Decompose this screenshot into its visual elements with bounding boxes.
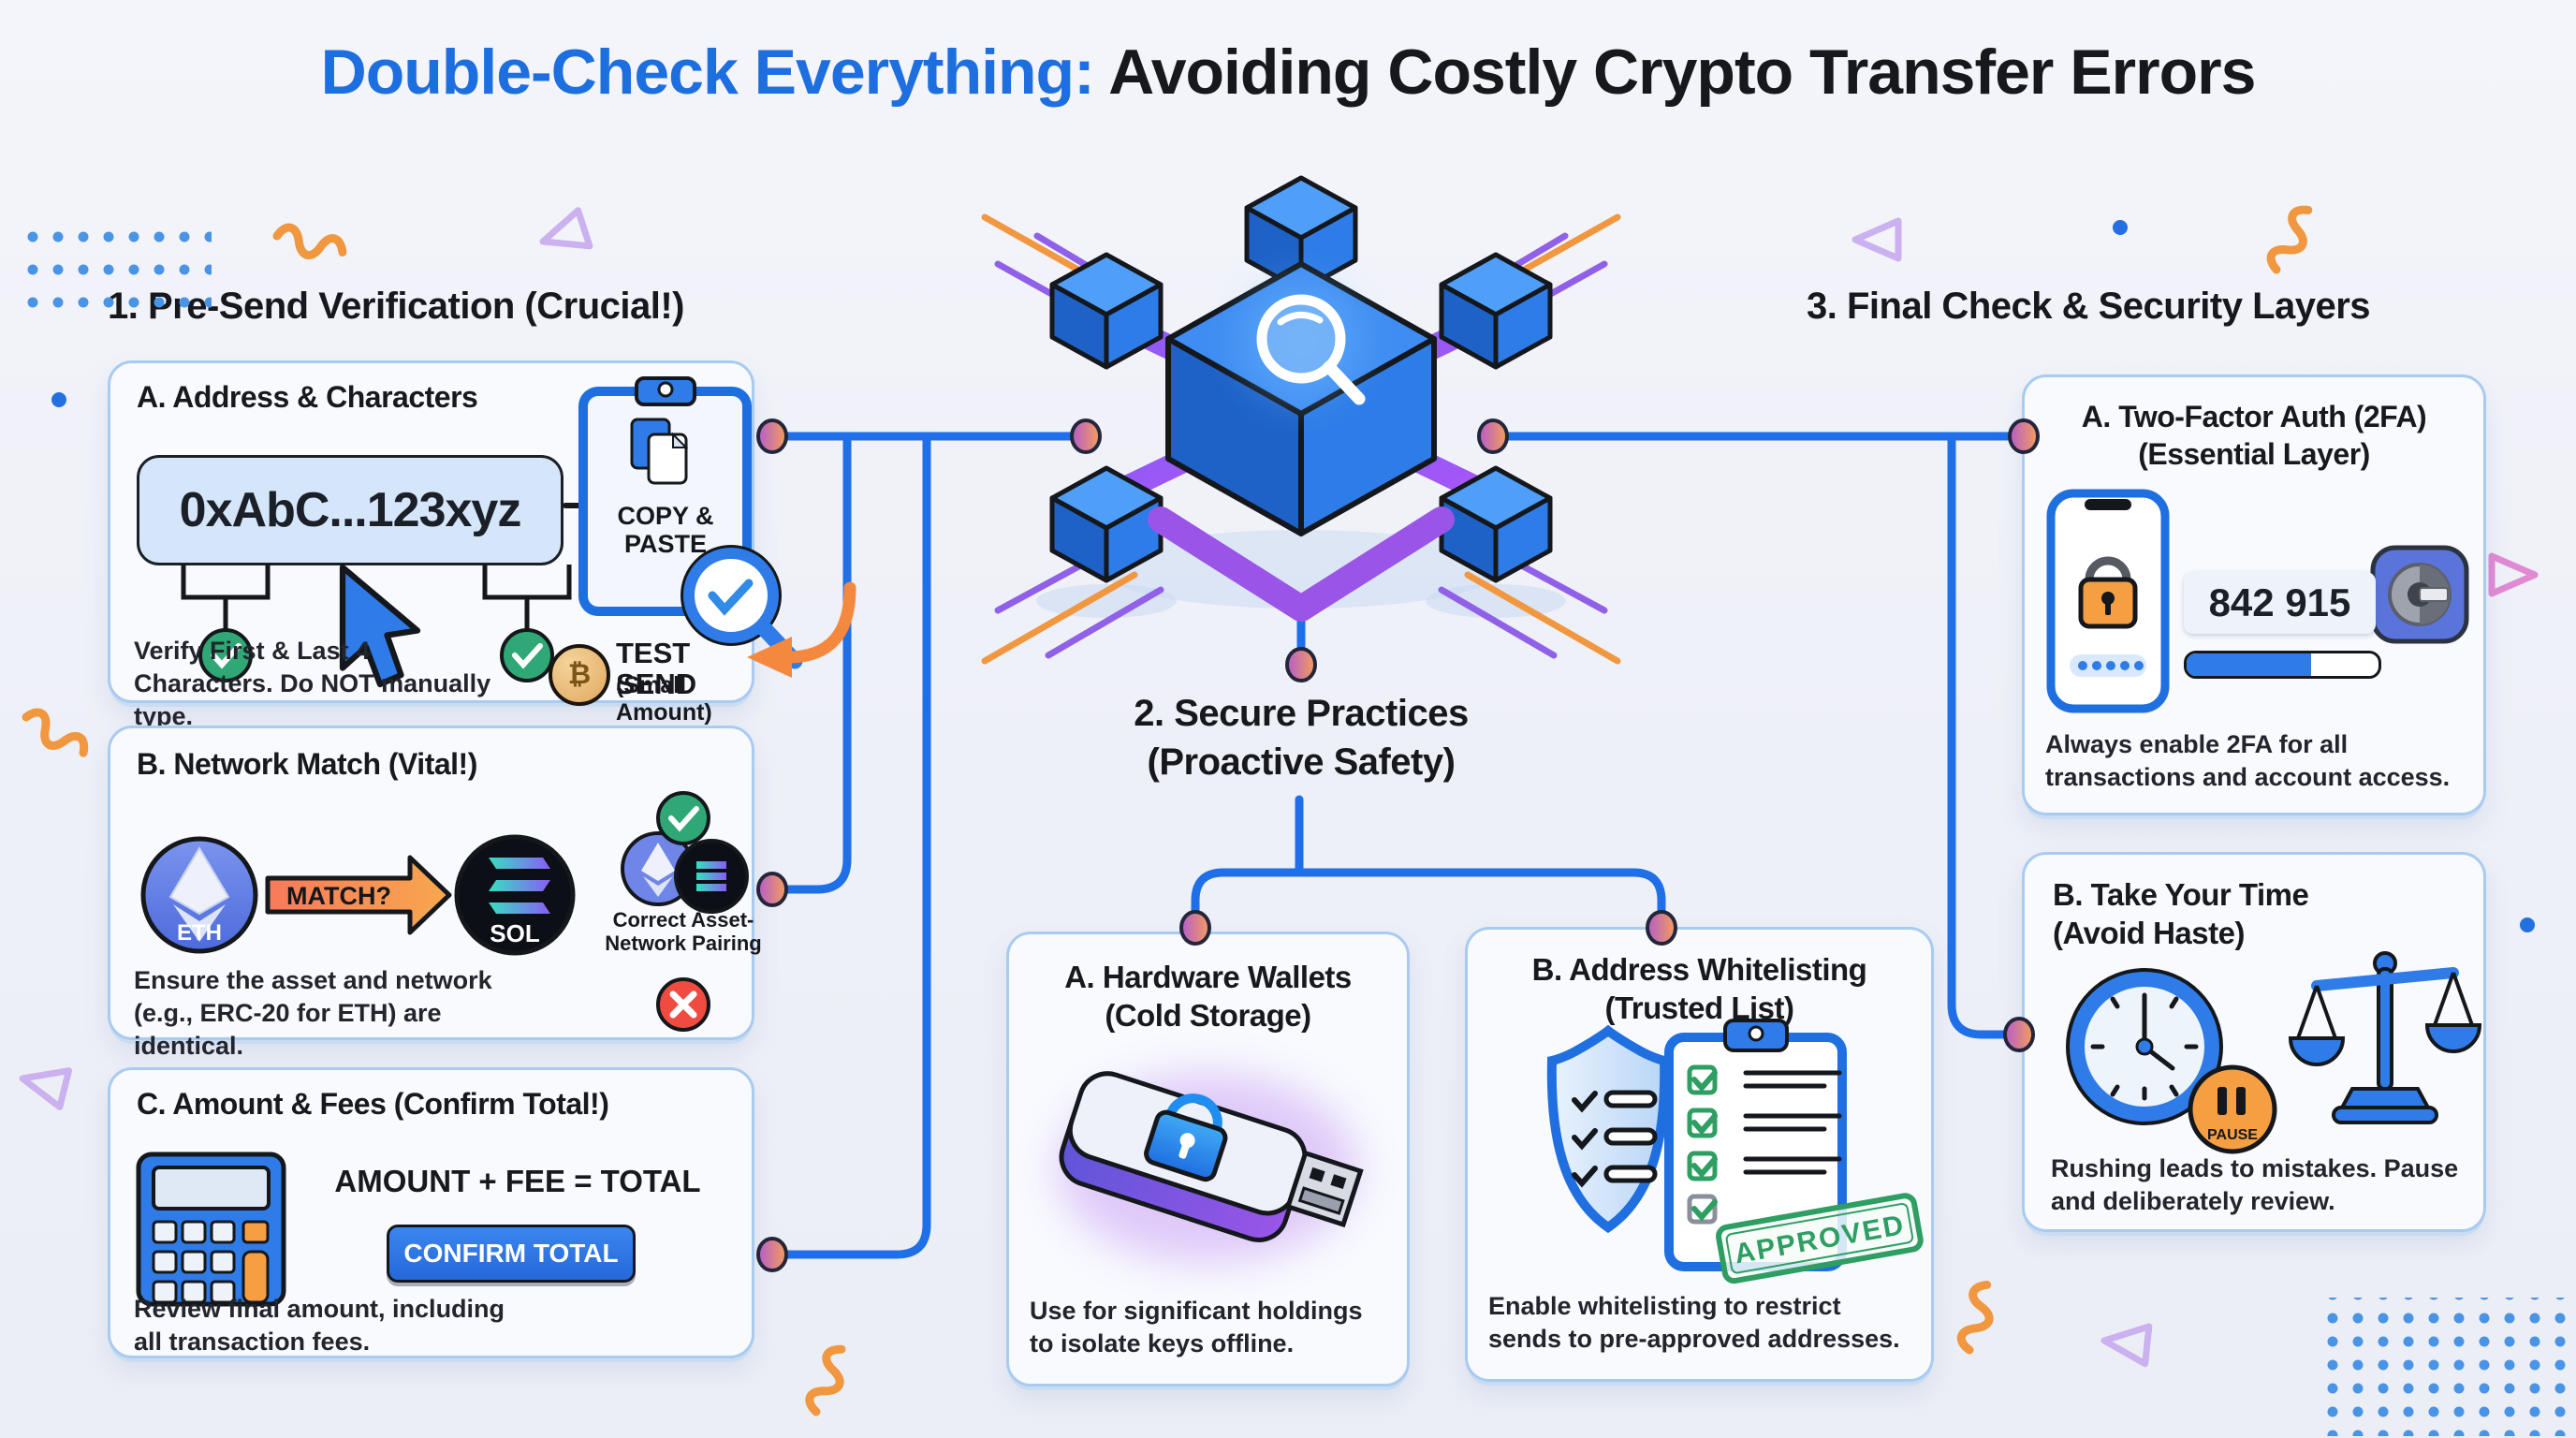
card-amount-note: Review final amount, including all trans… <box>134 1295 505 1357</box>
clipboard-copy-paste-icon: COPY & PASTE <box>578 376 803 669</box>
card-two-factor-auth: A. Two-Factor Auth (2FA) (Essential Laye… <box>2022 374 2486 815</box>
svg-text:COPY &: COPY & <box>617 502 713 530</box>
address-value: 0xAbC...123xyz <box>179 483 522 537</box>
card-2fa-note: Always enable 2FA for all transactions a… <box>2045 730 2451 792</box>
card-network-note: Ensure the asset and network (e.g., ERC-… <box>134 966 492 1061</box>
card-hw-note: Use for significant holdings to isolate … <box>1030 1297 1363 1358</box>
page-title-rest: Avoiding Costly Crypto Transfer Errors <box>1093 37 2256 108</box>
match-arrow-icon: MATCH? <box>265 855 452 935</box>
card-address-title: A. Address & Characters <box>137 380 478 414</box>
page-title-highlight: Double-Check Everything: <box>320 37 1095 108</box>
dot-icon <box>2520 917 2535 932</box>
section2-heading-line2: (Proactive Safety) <box>1147 741 1456 783</box>
card-amount-fees: C. Amount & Fees (Confirm Total!) AMOUNT… <box>108 1067 754 1358</box>
triangle-icon <box>539 207 593 250</box>
squiggle-icon <box>22 708 89 757</box>
check-icon <box>500 628 554 682</box>
x-circle-icon <box>656 977 710 1032</box>
triangle-icon <box>1852 217 1902 262</box>
asset-network-pairing-icon <box>621 791 749 914</box>
triangle-icon <box>2488 552 2539 597</box>
svg-text:PASTE: PASTE <box>624 530 707 558</box>
squiggle-icon <box>272 223 347 259</box>
card-take-your-time: B. Take Your Time (Avoid Haste) PAUSE <box>2022 852 2486 1232</box>
usb-hardware-wallet-icon <box>1058 1071 1364 1262</box>
pairing-caption: Correct Asset-Network Pairing <box>605 908 762 956</box>
phone-lock-icon <box>2046 489 2170 713</box>
clipboard-whitelist-icon <box>1664 1019 1847 1271</box>
section1-heading: 1. Pre-Send Verification (Crucial!) <box>108 286 685 327</box>
card-network-title: B. Network Match (Vital!) <box>137 747 477 781</box>
eth-badge-icon: ETH <box>140 836 258 954</box>
pause-badge-icon: PAUSE <box>2188 1064 2277 1154</box>
card-wl-note: Enable whitelisting to restrict sends to… <box>1488 1292 1900 1354</box>
triangle-icon <box>2100 1323 2153 1368</box>
card-amount-title: C. Amount & Fees (Confirm Total!) <box>137 1087 609 1121</box>
card-hw-title: A. Hardware Wallets (Cold Storage) <box>1064 960 1352 1034</box>
coin-icon: ₿ <box>549 644 610 706</box>
approved-stamp: APPROVED <box>1716 1193 1924 1284</box>
section2-heading: 2. Secure Practices (Proactive Safety) <box>973 689 1629 786</box>
search-icon <box>1243 283 1366 405</box>
squiggle-icon <box>1956 1280 1994 1355</box>
squiggle-icon <box>805 1344 846 1416</box>
card-2fa-title: A. Two-Factor Auth (2FA) (Essential Laye… <box>2081 400 2427 471</box>
svg-text:APPROVED: APPROVED <box>1732 1210 1907 1270</box>
amount-formula: AMOUNT + FEE = TOTAL <box>334 1164 701 1198</box>
card-time-title: B. Take Your Time (Avoid Haste) <box>2053 877 2309 951</box>
otp-progress-bar <box>2184 651 2381 679</box>
card-address-whitelisting: B. Address Whitelisting (Trusted List) <box>1465 927 1934 1382</box>
section3-heading: 3. Final Check & Security Layers <box>1807 286 2371 327</box>
blockchain-network-illustration <box>981 175 1621 665</box>
shield-checklist-icon <box>1546 1024 1670 1234</box>
card-address-note: Verify First & Last 4 Characters. Do NOT… <box>134 637 491 731</box>
otp-code: 842 915 <box>2184 572 2376 634</box>
dot-icon <box>51 392 66 407</box>
dot-grid-bottom-right <box>2320 1298 2570 1436</box>
squiggle-icon <box>2266 205 2313 274</box>
char-brackets <box>181 565 572 629</box>
card-address-characters: A. Address & Characters 0xAbC...123xyz <box>108 360 803 730</box>
svg-text:SOL: SOL <box>490 919 540 947</box>
card-hardware-wallets: A. Hardware Wallets (Cold Storage) <box>1006 932 1410 1387</box>
card-wl-title: B. Address Whitelisting (Trusted List) <box>1531 952 1867 1026</box>
svg-text:ETH: ETH <box>177 920 222 946</box>
test-send-sub: (Small Amount) <box>616 672 712 726</box>
sol-badge-icon: SOL <box>454 834 576 956</box>
test-send-arrow-icon <box>747 581 856 678</box>
dot-icon <box>2113 220 2128 235</box>
balance-scale-icon <box>2288 951 2482 1124</box>
svg-text:MATCH?: MATCH? <box>286 882 391 910</box>
svg-text:PAUSE: PAUSE <box>2207 1127 2258 1143</box>
calculator-icon <box>136 1152 286 1307</box>
test-send-label: TEST SEND <box>616 637 697 700</box>
confirm-total-button[interactable]: CONFIRM TOTAL <box>387 1225 636 1283</box>
card-network-match: B. Network Match (Vital!) ETH MATCH? SOL <box>108 726 762 1060</box>
triangle-icon <box>19 1067 72 1111</box>
section2-heading-line1: 2. Secure Practices <box>1134 693 1469 734</box>
page-title: Double-Check Everything: Avoiding Costly… <box>0 36 2576 109</box>
authenticator-app-icon <box>2370 545 2469 644</box>
arrow-right-icon <box>563 495 610 516</box>
address-field[interactable]: 0xAbC...123xyz <box>137 455 564 565</box>
clock-icon <box>2066 968 2223 1125</box>
card-time-note: Rushing leads to mistakes. Pause and del… <box>2051 1154 2459 1216</box>
